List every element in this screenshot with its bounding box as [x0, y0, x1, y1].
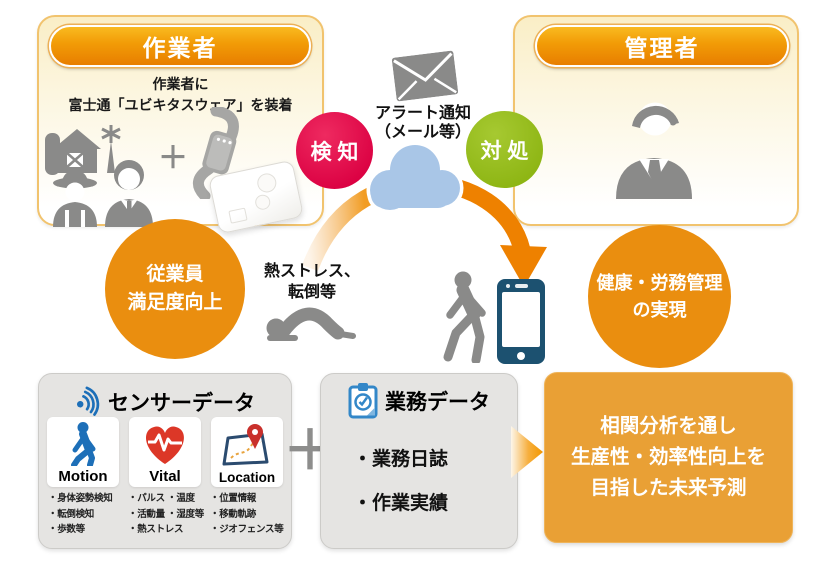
combine-plus-sign: ＋: [283, 421, 337, 481]
satisfaction-line2: 満足度向上: [127, 292, 223, 313]
result-box: 相関分析を通し 生産性・効率性向上を 目指した未来予測: [544, 372, 793, 543]
motion-label: Motion: [58, 468, 108, 485]
business-box-title: 業務データ: [385, 391, 490, 414]
vital-card: Vital: [129, 417, 201, 487]
hazard-label: 熱ストレス、 転倒等: [250, 262, 374, 304]
wristband-device-icon: [193, 107, 239, 199]
farm-workers-icon: [45, 125, 153, 227]
sensor-box-header: センサーデータ: [39, 383, 291, 421]
worker-subtitle: 作業者に 富士通「ユビキタスウェア」を装着: [39, 74, 322, 116]
alert-label-line2: （メール等）: [374, 124, 471, 142]
detect-badge: 検 知: [296, 112, 373, 189]
sensor-data-box: センサーデータ Motion Vital: [38, 373, 292, 549]
phone-screen: [502, 292, 540, 347]
fallen-person-icon: [266, 307, 356, 341]
phone-camera-dot: [506, 284, 510, 288]
worker-plus-sign: ＋: [158, 142, 188, 175]
vital-heart-icon: [146, 426, 184, 464]
alert-label-line1: アラート通知: [374, 105, 471, 122]
result-arrow: [511, 426, 543, 478]
business-data-box: 業務データ ・業務日誌 ・作業実績: [320, 373, 518, 549]
business-item-2: ・作業実績: [353, 492, 449, 514]
phone-speaker: [515, 284, 528, 288]
manager-person-icon: [616, 102, 692, 199]
walking-person-icon: [443, 271, 486, 363]
signal-waves-icon: [77, 386, 100, 416]
health-line1: 健康・労務管理: [596, 273, 723, 294]
vital-items: ・パルス ・温度 ・活動量 ・湿度等 ・熱ストレス: [128, 493, 204, 536]
device-button-large: [255, 171, 279, 195]
location-map-pin-icon: [222, 424, 269, 466]
vital-label: Vital: [149, 468, 181, 485]
location-card: Location: [211, 417, 283, 487]
location-label: Location: [218, 469, 276, 485]
phone-home-button: [517, 352, 525, 360]
business-items: ・業務日誌 ・作業実績: [353, 438, 448, 525]
health-circle: 健康・労務管理 の実現: [588, 225, 731, 368]
worker-subtitle-line1: 作業者に: [152, 76, 209, 92]
alert-flow-arrow: [302, 141, 547, 287]
location-items: ・位置情報 ・移動軌跡 ・ジオフェンス等: [210, 493, 284, 536]
result-line2: 生産性・効率性向上を: [570, 445, 766, 468]
motion-items: ・身体姿勢検知 ・転倒検知 ・歩数等: [48, 493, 113, 536]
hazard-line1: 熱ストレス、: [263, 263, 360, 280]
hazard-line2: 転倒等: [287, 283, 336, 301]
satisfaction-line1: 従業員: [146, 264, 204, 286]
result-line1: 相関分析を通し: [600, 414, 737, 437]
worker-panel: 作業者 作業者に 富士通「ユビキタスウェア」を装着: [37, 15, 324, 226]
motion-card: Motion: [47, 417, 119, 487]
smartphone-icon: [497, 279, 545, 364]
satisfaction-circle: 従業員 満足度向上: [105, 219, 245, 359]
device-notch: [228, 207, 248, 224]
business-item-1: ・業務日誌: [353, 449, 449, 470]
envelope-icon: [391, 50, 459, 102]
result-line3: 目指した未来予測: [590, 477, 747, 500]
clipboard-check-icon: [348, 383, 378, 419]
worker-panel-title: 作業者: [49, 25, 311, 67]
motion-walker-icon: [71, 422, 96, 466]
manager-panel-title: 管理者: [535, 25, 789, 67]
sensor-box-title: センサーデータ: [108, 392, 255, 415]
health-line2: の実現: [632, 299, 687, 320]
business-box-header: 業務データ: [321, 383, 517, 419]
respond-badge: 対 処: [466, 111, 543, 188]
worker-subtitle-line2: 富士通「ユビキタスウェア」を装着: [68, 97, 293, 113]
device-button-small: [253, 193, 272, 212]
alert-label: アラート通知 （メール等）: [346, 104, 500, 142]
